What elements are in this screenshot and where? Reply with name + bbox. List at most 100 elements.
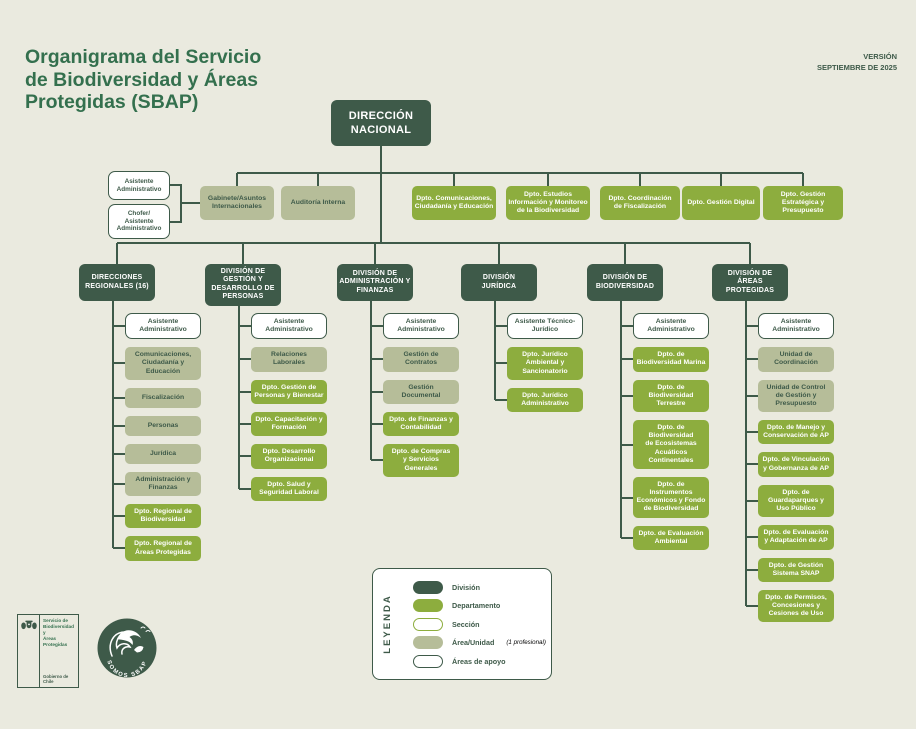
birds-icon xyxy=(140,626,151,632)
connector-line xyxy=(495,362,509,364)
legend-item: División xyxy=(413,580,547,594)
fox-icon xyxy=(134,646,144,653)
org-node-department: Dpto. Regional de Biodiversidad xyxy=(125,504,201,529)
government-logo: Servicio de Biodiversidad y Áreas Proteg… xyxy=(17,614,79,688)
connector-line xyxy=(495,325,509,327)
org-node-department: Dpto. Desarrollo Organizacional xyxy=(251,444,327,469)
connector-line xyxy=(370,284,372,460)
org-node-support: Asistente Administrativo xyxy=(251,313,327,340)
legend-swatch-department xyxy=(413,599,443,612)
division-node: DIVISIÓN DE BIODIVERSIDAD xyxy=(587,264,663,301)
connector-line xyxy=(238,284,240,489)
version-date: SEPTIEMBRE DE 2025 xyxy=(816,62,897,72)
connector-line xyxy=(453,173,455,190)
org-node-department: Dpto. Gestión Digital xyxy=(682,186,760,220)
connector-line xyxy=(371,325,385,327)
page-title: Organigrama del Servicio de Biodiversida… xyxy=(25,46,262,114)
org-node-department: Dpto. Coordinación de Fiscalización xyxy=(600,186,680,220)
connector-line xyxy=(113,547,127,549)
connector-line xyxy=(746,431,760,433)
org-node-area: Unidad de Control de Gestión y Presupues… xyxy=(758,379,834,413)
legend-swatch-division xyxy=(413,580,443,594)
connector-line xyxy=(494,284,496,400)
connector-line xyxy=(498,243,500,266)
connector-line xyxy=(746,325,760,327)
connector-line xyxy=(237,172,803,174)
connector-line xyxy=(371,459,385,461)
connector-line xyxy=(239,358,253,360)
connector-line xyxy=(113,397,127,399)
connector-line xyxy=(242,243,244,266)
connector-line xyxy=(170,184,182,186)
division-node: DIVISIÓN DE ADMINISTRACIÓN Y FINANZAS xyxy=(337,264,413,301)
org-node-department: Dpto. de Vinculación y Gobernanza de AP xyxy=(758,452,834,477)
legend-item-label: Área/Unidad xyxy=(452,638,495,647)
org-node-department: Dpto. Capacitación y Formación xyxy=(251,411,327,437)
connector-line xyxy=(371,358,385,360)
service-name: Servicio de Biodiversidad y Áreas Proteg… xyxy=(43,618,74,647)
connector-line xyxy=(639,173,641,190)
connector-line xyxy=(621,395,635,397)
connector-line xyxy=(239,423,253,425)
org-node-support: Asistente Administrativo xyxy=(758,313,834,340)
org-node-department: Dpto. de Finanzas y Contabilidad xyxy=(383,411,459,437)
connector-line xyxy=(371,423,385,425)
connector-line xyxy=(181,202,202,204)
connector-line xyxy=(720,173,722,190)
division-node: DIVISIÓN JURÍDICA xyxy=(461,264,537,301)
org-node-department: Dpto. Jurídico Ambiental y Sancionatorio xyxy=(507,347,583,380)
org-node-area: Gestión de Contratos xyxy=(383,347,459,372)
connector-line xyxy=(239,455,253,457)
org-node-area: Personas xyxy=(125,415,201,436)
org-node-department: Dpto. Gestión Estratégica y Presupuesto xyxy=(763,186,843,220)
connector-line xyxy=(749,243,751,266)
connector-line xyxy=(113,483,127,485)
org-node-department: Dpto. Gestión de Personas y Bienestar xyxy=(251,379,327,404)
connector-line xyxy=(746,500,760,502)
org-node-department: Dpto. Comunicaciones, Ciudadanía y Educa… xyxy=(412,186,496,220)
connector-line xyxy=(113,325,127,327)
version-label: VERSIÓN xyxy=(863,52,897,61)
org-node-area: Auditoría Interna xyxy=(281,186,355,220)
org-node-department: Dpto. de Compras y Servicios Generales xyxy=(383,444,459,477)
connector-line xyxy=(112,284,114,548)
somos-sbap-badge: SOMOS SBAP xyxy=(97,618,157,679)
org-node-area: Gestión Documental xyxy=(383,379,459,404)
connector-line xyxy=(746,358,760,360)
legend-swatch-area xyxy=(413,636,443,649)
connector-line xyxy=(745,284,747,606)
org-node-area: Jurídica xyxy=(125,443,201,464)
division-node: DIRECCIONES REGIONALES (16) xyxy=(79,264,155,301)
connector-line xyxy=(547,173,549,190)
wave-icon xyxy=(109,631,132,657)
connector-line xyxy=(113,425,127,427)
connector-line xyxy=(239,488,253,490)
connector-line xyxy=(620,284,622,538)
division-node: DIVISIÓN DE ÁREAS PROTEGIDAS xyxy=(712,264,788,301)
org-node-department: Dpto. Salud y Seguridad Laboral xyxy=(251,476,327,501)
coat-of-arms-icon xyxy=(18,615,40,687)
connector-line xyxy=(802,173,804,190)
legend-swatch-section xyxy=(413,617,443,631)
org-node-area: Comunicaciones, Ciudadanía y Educación xyxy=(125,347,201,380)
legend-item-suffix: (1 profesional) xyxy=(506,639,546,646)
org-node-department: Dpto. de Biodiversidad Marina xyxy=(633,347,709,372)
connector-line xyxy=(624,243,626,266)
connector-line xyxy=(317,173,319,190)
org-node-department: Dpto. Regional de Áreas Protegidas xyxy=(125,536,201,561)
org-node-area: Administración y Finanzas xyxy=(125,471,201,497)
legend-title: LEYENDA xyxy=(382,594,393,654)
government-logo-text: Servicio de Biodiversidad y Áreas Proteg… xyxy=(40,615,78,687)
connector-line xyxy=(113,362,127,364)
connector-line xyxy=(746,569,760,571)
connector-line xyxy=(113,453,127,455)
connector-line xyxy=(746,605,760,607)
org-node-department: Dpto. Jurídico Administrativo xyxy=(507,387,583,413)
org-node-department: Dpto. de Guardaparques y Uso Público xyxy=(758,484,834,518)
